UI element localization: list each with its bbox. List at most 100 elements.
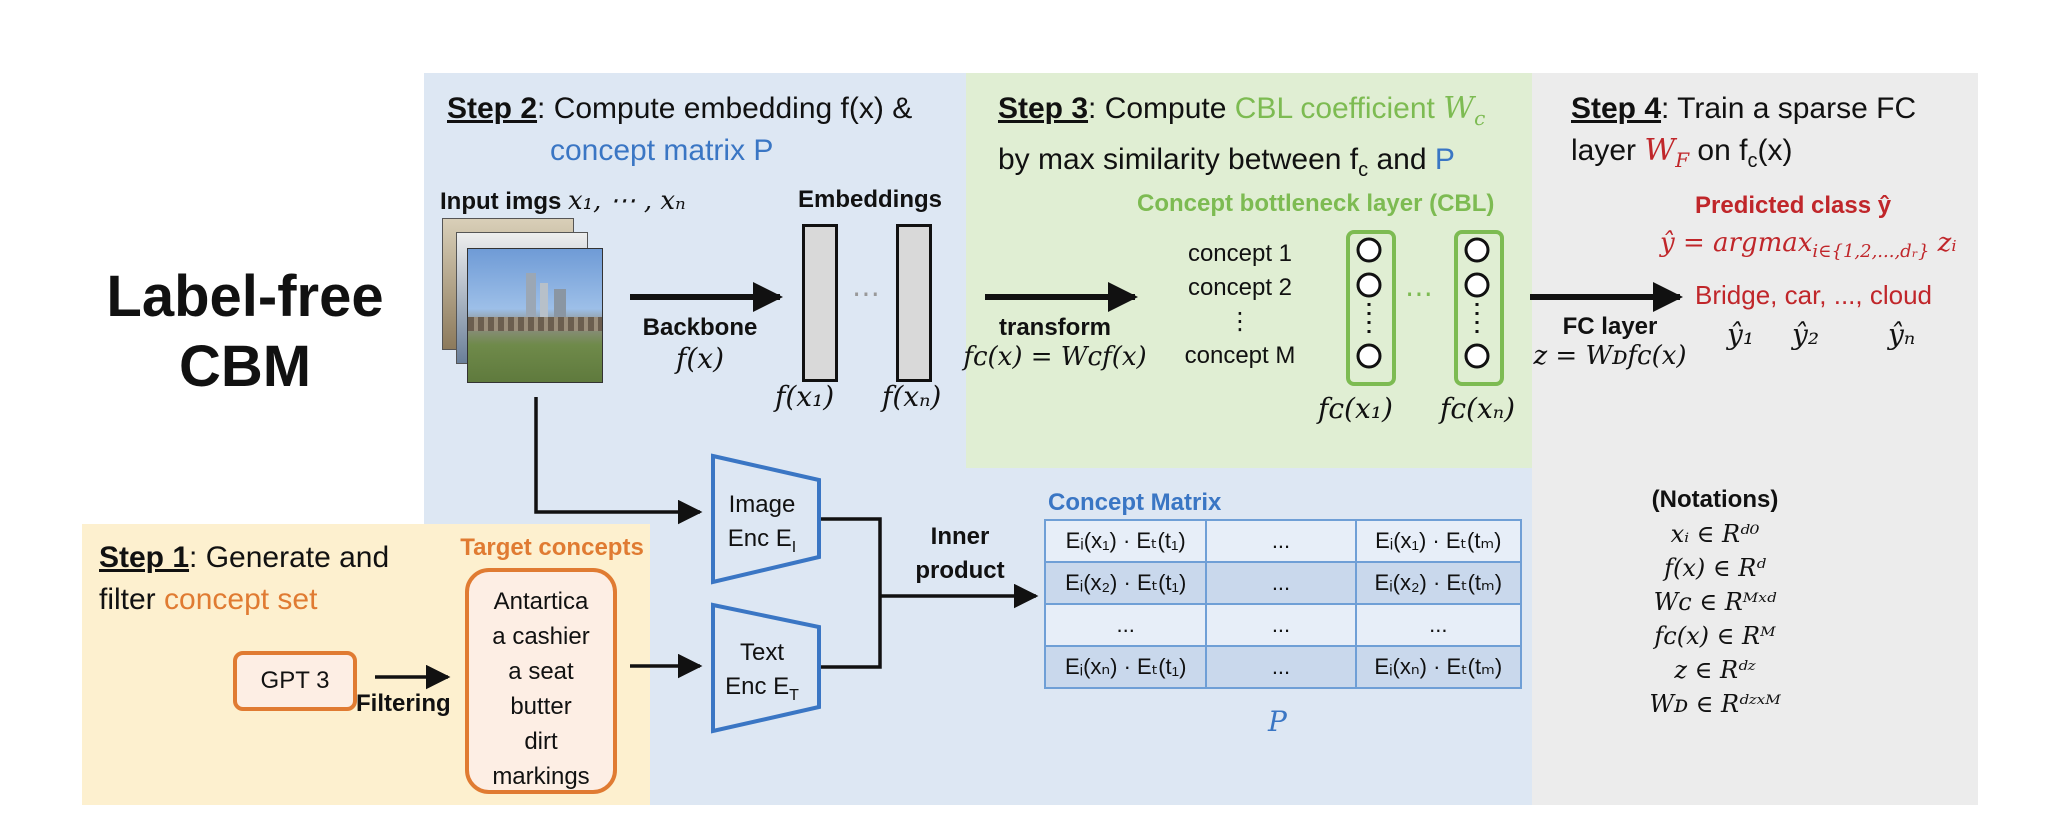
- step3-text: : Compute: [1088, 92, 1235, 125]
- gpt3-box: GPT 3: [233, 651, 357, 711]
- matrix-cell: ...: [1205, 561, 1357, 605]
- cbl-title: Concept bottleneck layer (CBL): [1137, 190, 1495, 217]
- cbl-concept-1: concept 1: [1187, 240, 1293, 267]
- step2-line2: concept matrix P: [550, 134, 774, 167]
- cbl-node-column-1: [1346, 230, 1396, 386]
- backbone-label: Backbone f(x): [642, 314, 758, 375]
- cbl-concept-list: concept 1 concept 2 ⋮ concept M: [1170, 237, 1310, 373]
- table-row: Eᵢ(x₂) · Eₜ(t₁) ... Eᵢ(x₂) · Eₜ(tₘ): [1043, 561, 1523, 605]
- cbl-node: [1356, 272, 1382, 298]
- prediction-y2: ŷ₂: [1792, 318, 1820, 351]
- step1-highlight: concept set: [164, 583, 318, 616]
- concept-matrix-title: Concept Matrix: [1048, 489, 1222, 516]
- cbl-node: [1464, 272, 1490, 298]
- step1-number: Step 1: [99, 541, 190, 574]
- embeddings-label: Embeddings: [797, 186, 942, 213]
- step4-title: Step 4: Train a sparse FC layer WF on fc…: [1571, 92, 1917, 172]
- matrix-cell: Eᵢ(xₙ) · Eₜ(tₘ): [1354, 645, 1523, 689]
- notation-item: fᴄ(x) ∈ Rᴹ: [1654, 622, 1776, 650]
- target-concept-item: a cashier: [492, 623, 590, 650]
- step4-text: : Train a sparse FC: [1661, 92, 1917, 125]
- matrix-cell: Eᵢ(x₂) · Eₜ(tₘ): [1354, 561, 1523, 605]
- matrix-cell: Eᵢ(x₂) · Eₜ(t₁): [1043, 561, 1208, 605]
- cbl-dots: ⋯: [1405, 278, 1433, 309]
- notations-title: (Notations): [1651, 486, 1779, 513]
- matrix-cell: ...: [1205, 645, 1357, 689]
- step4-wf: WF: [1644, 133, 1690, 172]
- target-concept-item: Antartica: [493, 588, 589, 615]
- text-encoder-output: [820, 596, 882, 669]
- inner-product-label: Inner product: [915, 523, 1005, 584]
- matrix-cell: ...: [1205, 519, 1357, 563]
- matrix-cell: Eᵢ(x₁) · Eₜ(t₁): [1043, 519, 1208, 563]
- step2-title: Step 2: Compute embedding f(x) & concept…: [447, 88, 912, 172]
- text-encoder-shape: [711, 602, 821, 734]
- prediction-yn: ŷₙ: [1888, 318, 1916, 351]
- gpt3-label: GPT 3: [260, 667, 330, 694]
- cbl-node: [1464, 237, 1490, 263]
- notations: (Notations) xᵢ ∈ Rᵈ⁰ f(x) ∈ Rᵈ Wᴄ ∈ Rᴹˣᵈ…: [1605, 483, 1825, 721]
- prediction-y1: ŷ₁: [1727, 318, 1755, 351]
- embedding-bar-n: [896, 224, 932, 382]
- image-encoder-shape: [711, 453, 821, 585]
- concept-matrix-p: P: [1268, 705, 1287, 738]
- table-row: Eᵢ(xₙ) · Eₜ(t₁) ... Eᵢ(xₙ) · Eₜ(tₘ): [1043, 645, 1523, 689]
- embedding-dots: ⋯: [852, 278, 880, 309]
- cbl-node: [1464, 343, 1490, 369]
- cbl-node-column-n: [1454, 230, 1504, 386]
- notation-item: xᵢ ∈ Rᵈ⁰: [1670, 520, 1760, 548]
- input-image-front: [467, 248, 603, 383]
- image-to-encoder-arrow: [534, 397, 703, 525]
- target-concept-item: dirt: [524, 728, 558, 755]
- step1-title: Step 1: Generate and filter concept set: [99, 541, 390, 616]
- step1-text: : Generate and: [189, 541, 390, 574]
- step3-title: Step 3: Compute CBL coefficient Wc by ma…: [998, 91, 1486, 181]
- concept-matrix-table: Eᵢ(x₁) · Eₜ(t₁) ... Eᵢ(x₁) · Eₜ(tₘ) Eᵢ(x…: [1043, 519, 1523, 689]
- target-concept-item: a seat: [508, 658, 574, 685]
- target-concept-item: butter: [510, 693, 572, 720]
- cbl-fcn: fᴄ(xₙ): [1440, 392, 1516, 425]
- step3-number: Step 3: [998, 92, 1089, 125]
- cbl-node: [1356, 237, 1382, 263]
- target-concept-item: markings: [492, 763, 590, 790]
- input-label: Input imgs x₁, ⋯ , xₙ: [440, 186, 686, 216]
- image-encoder-label: Image Enc EI: [727, 491, 797, 556]
- step3-highlight: CBL coefficient: [1234, 92, 1444, 125]
- cbl-fc1: fᴄ(x₁): [1318, 392, 1393, 425]
- cbl-concept-m: concept M: [1184, 342, 1296, 369]
- notation-item: f(x) ∈ Rᵈ: [1664, 554, 1766, 582]
- matrix-cell: ...: [1043, 603, 1208, 647]
- step3-line2: by max similarity between f: [998, 143, 1359, 176]
- step3-wc: Wc: [1443, 91, 1486, 130]
- prediction-formula: ŷ = argmaxi∈{1,2,...,dᵣ} zᵢ: [1660, 228, 1957, 263]
- fc-layer-label: FC layer z = Wᴅfᴄ(x): [1533, 313, 1687, 371]
- image-encoder-output: [820, 517, 882, 596]
- embedding-f1: f(x₁): [775, 380, 835, 413]
- step2-number: Step 2: [447, 92, 538, 125]
- transform-label: transform fᴄ(x) = Wᴄf(x): [963, 314, 1147, 372]
- target-concepts-box: Antartica a cashier a seat butter dirt m…: [465, 568, 617, 794]
- matrix-cell: Eᵢ(x₁) · Eₜ(tₘ): [1354, 519, 1523, 563]
- step3-panel: [966, 73, 1532, 468]
- notation-item: Wᴅ ∈ Rᵈᶻˣᴹ: [1649, 690, 1781, 718]
- filtering-label: Filtering: [356, 690, 451, 717]
- step4-number: Step 4: [1571, 92, 1662, 125]
- step4-panel: [1532, 73, 1978, 805]
- embedding-fn: f(xₙ): [882, 380, 942, 413]
- cbl-node: [1356, 343, 1382, 369]
- table-row: Eᵢ(x₁) · Eₜ(t₁) ... Eᵢ(x₁) · Eₜ(tₘ): [1043, 519, 1523, 563]
- target-concepts-title: Target concepts: [460, 534, 644, 561]
- matrix-cell: Eᵢ(xₙ) · Eₜ(t₁): [1043, 645, 1208, 689]
- prediction-classes: Bridge, car, ..., cloud: [1695, 280, 1933, 310]
- predicted-class-title: Predicted class ŷ: [1695, 192, 1892, 219]
- step2-text: : Compute embedding f(x) &: [537, 92, 913, 125]
- matrix-cell: ...: [1354, 603, 1523, 647]
- cbl-concept-2: concept 2: [1187, 274, 1293, 301]
- notation-item: Wᴄ ∈ Rᴹˣᵈ: [1653, 588, 1777, 616]
- text-encoder-label: Text Enc ET: [725, 639, 799, 704]
- main-title-line2: CBM: [178, 334, 312, 399]
- main-title: Label-free CBM: [80, 262, 410, 402]
- notation-item: z ∈ Rᵈᶻ: [1674, 656, 1756, 684]
- embedding-bar-1: [802, 224, 838, 382]
